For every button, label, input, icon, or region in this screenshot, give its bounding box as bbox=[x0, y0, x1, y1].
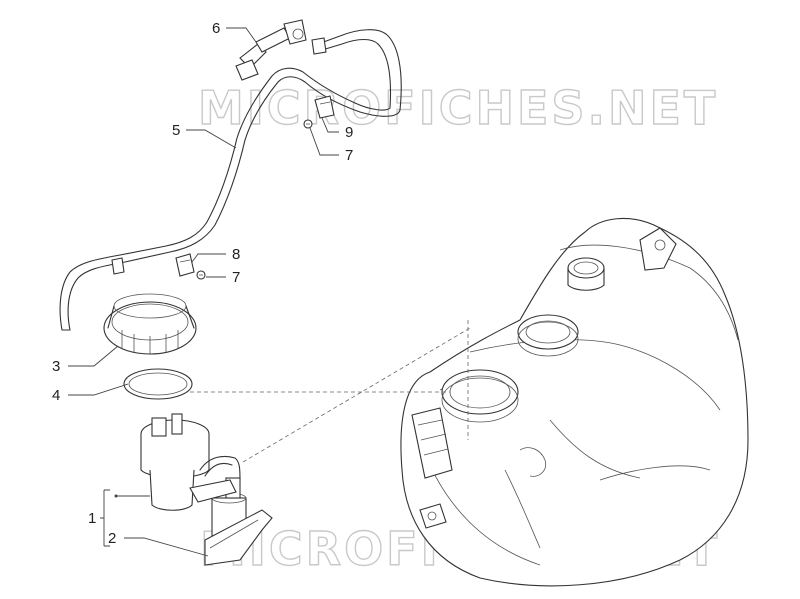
callout-7-lower: 7 bbox=[232, 269, 240, 286]
callout-2: 2 bbox=[108, 530, 116, 547]
filter-bracket-part-2 bbox=[204, 509, 273, 566]
clip-part-8 bbox=[175, 253, 195, 277]
ring-nut-part-3 bbox=[103, 293, 197, 355]
callout-1: 1 bbox=[88, 510, 96, 527]
assembly-line-pump bbox=[242, 327, 471, 463]
callout-6: 6 bbox=[212, 20, 220, 37]
vent-hose-upper bbox=[311, 29, 402, 111]
watermark-top: MICROFICHES.NET bbox=[198, 81, 718, 135]
hose-part-5 bbox=[59, 67, 401, 331]
clip-part-9 bbox=[314, 95, 335, 119]
callout-4: 4 bbox=[52, 387, 60, 404]
callout-7-upper: 7 bbox=[345, 147, 353, 164]
fuel-pump-part-1 bbox=[140, 413, 247, 537]
fuel-tank bbox=[400, 217, 749, 587]
screw-part-7-upper bbox=[303, 119, 313, 129]
seal-ring-part-4 bbox=[123, 368, 193, 400]
callout-5: 5 bbox=[172, 122, 180, 139]
callout-8: 8 bbox=[232, 246, 240, 263]
screw-part-7-lower bbox=[196, 270, 206, 280]
callout-9: 9 bbox=[345, 124, 353, 141]
breather-valve-part-6 bbox=[235, 19, 307, 81]
leader-lines bbox=[68, 27, 339, 557]
callout-3: 3 bbox=[52, 358, 60, 375]
